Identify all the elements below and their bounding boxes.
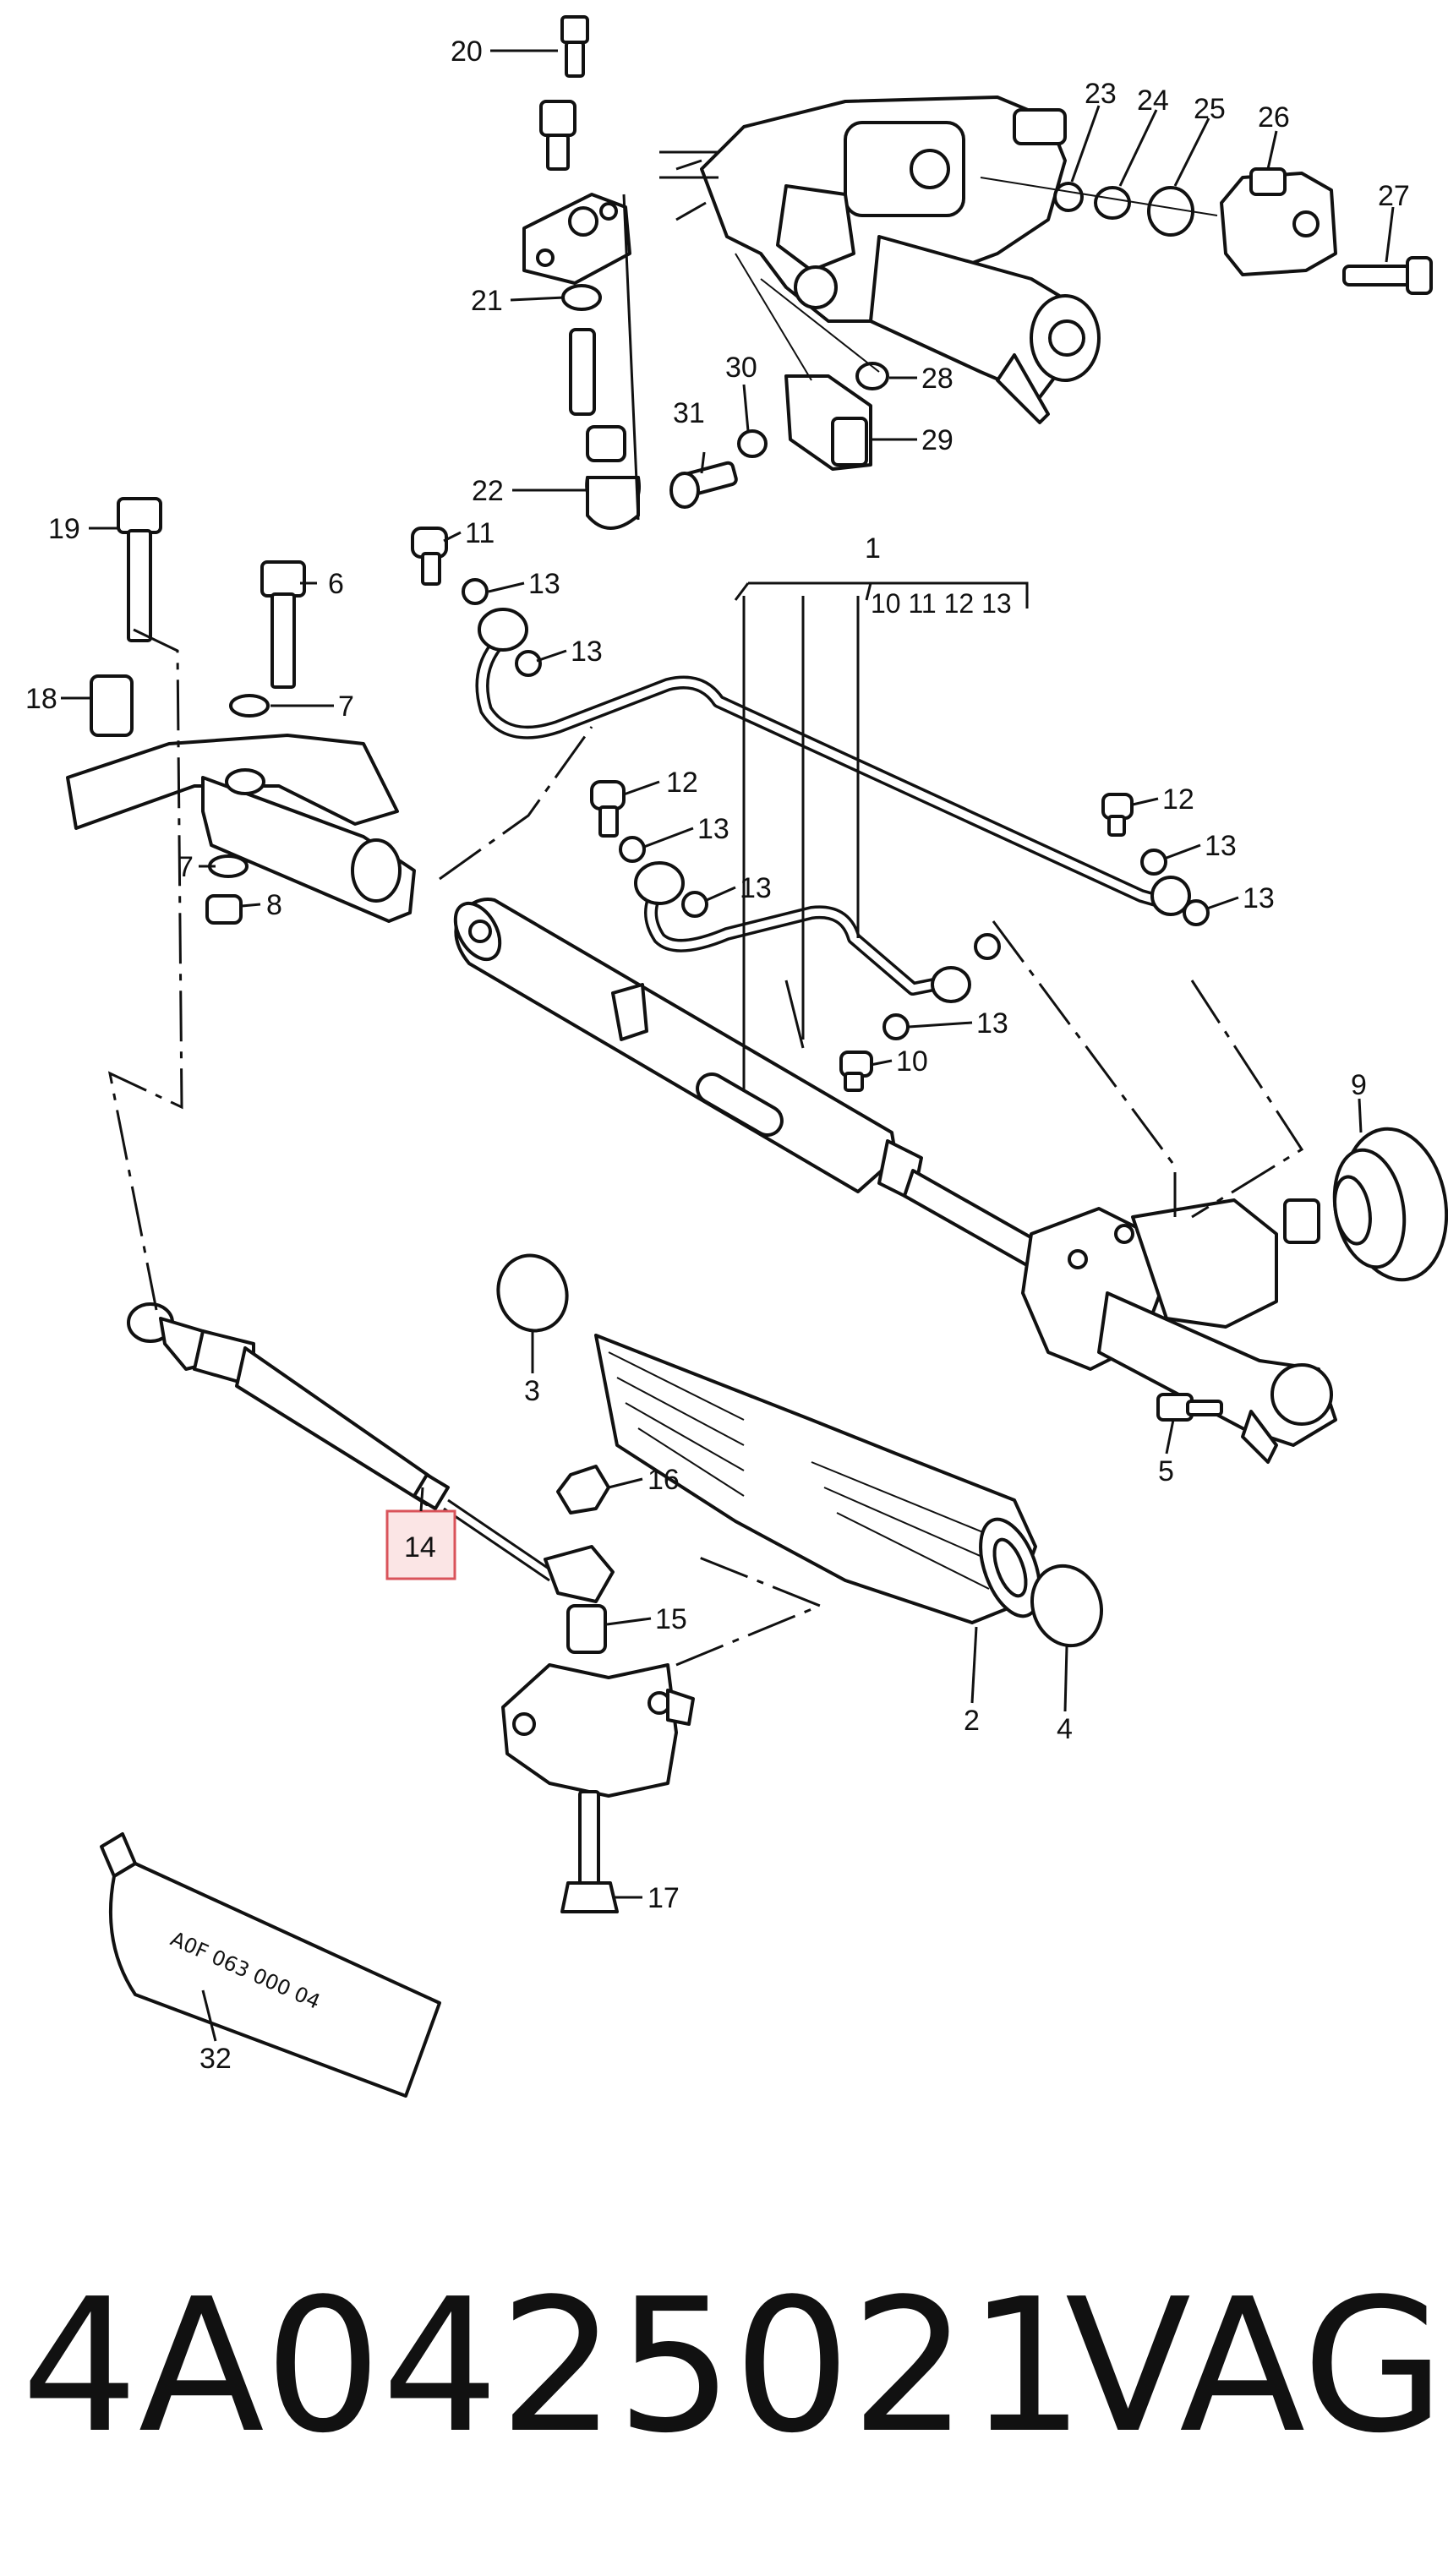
washer <box>737 429 768 458</box>
callout-7: 7 <box>338 690 354 723</box>
bolt <box>1156 1393 1223 1422</box>
callout-26: 26 <box>1258 101 1290 134</box>
seal-ring <box>681 891 708 918</box>
callout-4: 4 <box>1057 1713 1073 1745</box>
callout-29: 29 <box>921 424 953 456</box>
callout-22: 22 <box>472 475 504 507</box>
group-label: 10 11 12 13 <box>871 588 1012 619</box>
callout-21: 21 <box>471 285 503 317</box>
callout-6: 6 <box>328 568 344 600</box>
callout-13-e: 13 <box>1205 830 1237 862</box>
seal-ring <box>462 578 489 605</box>
brand: VAG <box>1065 2260 1445 2474</box>
callout-5: 5 <box>1158 1455 1174 1487</box>
callout-25: 25 <box>1194 93 1226 125</box>
callout-13-f: 13 <box>1243 882 1275 914</box>
banjo-fitting <box>634 861 685 905</box>
bolt <box>1342 256 1433 295</box>
pressure-switch <box>1220 167 1337 276</box>
callout-16: 16 <box>648 1464 680 1496</box>
callout-labels: 20 21 22 23 24 25 26 27 28 29 30 31 19 6… <box>25 35 1410 2075</box>
tie-rod <box>127 1302 615 1603</box>
seal-ring <box>1183 899 1210 926</box>
callout-leaders <box>61 49 1395 2042</box>
fluid-line-upper <box>475 631 1178 911</box>
callout-27: 27 <box>1378 180 1410 212</box>
grease-tube: A0F 063 000 04 <box>100 1832 441 2098</box>
clamp <box>496 1253 569 1333</box>
callout-15: 15 <box>655 1603 687 1635</box>
fluid-line-lower <box>644 881 962 996</box>
callout-17: 17 <box>648 1882 680 1914</box>
callout-28: 28 <box>921 363 953 395</box>
seal-pulley <box>1332 1127 1448 1282</box>
callout-13-d: 13 <box>740 872 772 904</box>
banjo-fitting <box>931 966 971 1003</box>
callout-12-a: 12 <box>666 767 698 799</box>
banjo-fitting <box>478 608 528 652</box>
banjo-bolt <box>1101 793 1134 837</box>
connector-block <box>784 374 872 471</box>
banjo-bolt <box>411 527 448 586</box>
callout-31: 31 <box>673 397 705 429</box>
callout-13-g: 13 <box>976 1007 1008 1040</box>
callout-2: 2 <box>964 1705 980 1737</box>
mounting-bracket <box>66 497 416 925</box>
callout-19: 19 <box>48 513 80 545</box>
seal-ring <box>1140 849 1167 876</box>
callout-18: 18 <box>25 683 57 715</box>
bolt-stack <box>522 15 641 530</box>
callout-30: 30 <box>725 352 757 384</box>
highlight-box <box>385 1509 456 1580</box>
screw <box>669 461 738 509</box>
boot <box>594 1334 1041 1624</box>
part-number: 4A0425021 <box>21 2260 1085 2474</box>
callout-7-lower: 7 <box>178 851 194 883</box>
callout-23: 23 <box>1085 78 1117 110</box>
steering-rack-housing <box>453 898 1337 1464</box>
o-ring <box>1094 186 1131 220</box>
callout-8: 8 <box>266 889 282 921</box>
callout-14: 14 <box>404 1531 436 1564</box>
callout-20: 20 <box>451 35 483 68</box>
seal-ring <box>515 650 542 677</box>
callout-3: 3 <box>524 1375 540 1407</box>
clamp <box>1030 1564 1104 1648</box>
washer <box>1053 182 1084 212</box>
seal-ring <box>619 836 646 863</box>
callout-32: 32 <box>199 2043 232 2075</box>
banjo-fitting <box>1150 876 1191 916</box>
callout-12-b: 12 <box>1162 783 1194 816</box>
callout-13-b: 13 <box>571 636 603 668</box>
banjo-bolt <box>590 780 626 838</box>
seal-ring <box>882 1013 910 1040</box>
tie-rod-end-hardware <box>501 1465 695 1913</box>
seal-ring <box>974 933 1001 960</box>
callout-24: 24 <box>1137 85 1169 117</box>
callout-13-a: 13 <box>528 568 560 600</box>
callout-9: 9 <box>1351 1069 1367 1101</box>
callout-11: 11 <box>465 517 495 549</box>
seal <box>855 362 889 390</box>
steering-valve-assembly <box>659 96 1101 424</box>
callout-1: 1 <box>865 532 881 565</box>
banjo-bolt <box>839 1051 873 1092</box>
callout-13-c: 13 <box>697 813 729 845</box>
callout-10: 10 <box>896 1045 928 1078</box>
